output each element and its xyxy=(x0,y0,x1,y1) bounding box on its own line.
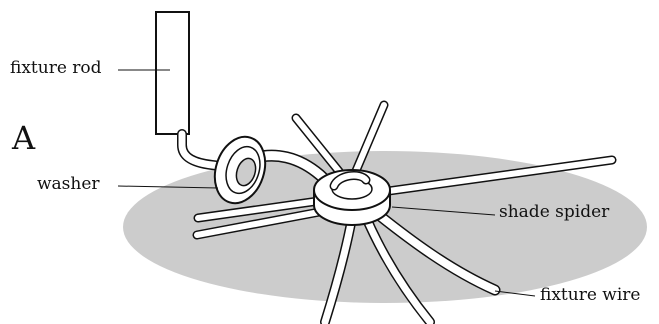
leader-shade-spider xyxy=(391,206,496,216)
spider-ring xyxy=(313,169,391,226)
label-fixture-wire: fixture wire xyxy=(540,285,641,305)
label-washer: washer xyxy=(37,174,100,194)
shade-disc xyxy=(123,151,647,303)
fixture-wire xyxy=(320,206,501,324)
washer xyxy=(213,135,267,205)
leader-lines xyxy=(117,69,536,297)
label-fixture-rod: fixture rod xyxy=(10,58,102,78)
label-shade-spider: shade spider xyxy=(499,202,610,222)
leader-fixture-wire xyxy=(494,290,536,297)
fixture-rod xyxy=(155,11,190,135)
panel-letter: A xyxy=(12,119,36,157)
leader-washer xyxy=(117,185,219,189)
